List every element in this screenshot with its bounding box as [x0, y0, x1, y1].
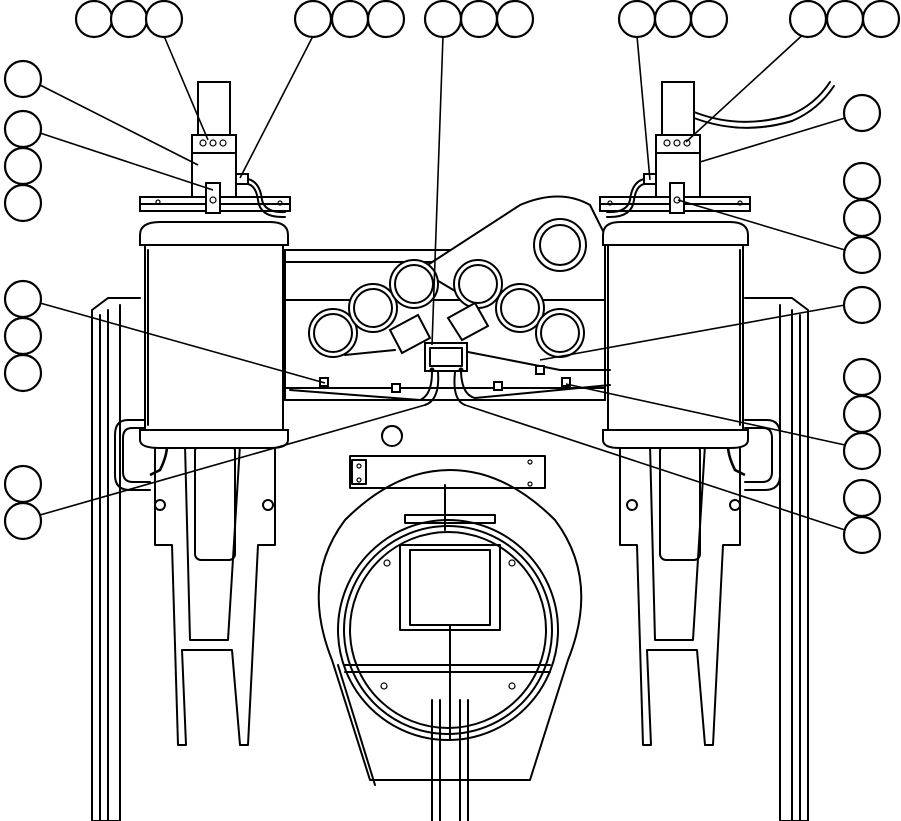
- callout-balloon: [842, 93, 882, 133]
- callout-balloon: [842, 357, 882, 397]
- callout-balloon: [3, 316, 43, 356]
- callout-balloon: [3, 501, 43, 541]
- callout-balloon: [842, 515, 882, 555]
- gauge-2: [348, 283, 398, 333]
- gauge-cluster: [289, 259, 611, 406]
- callout-balloon: [842, 285, 882, 325]
- callout-balloon: [617, 0, 657, 39]
- gauge-3: [389, 259, 439, 309]
- right-cylinder: [599, 81, 835, 449]
- gauge-1: [308, 308, 358, 358]
- callout-balloon: [653, 0, 693, 39]
- gauge-4: [453, 259, 503, 309]
- gauge-5: [495, 283, 545, 333]
- callout-balloon: [842, 161, 882, 201]
- callout-balloon: [423, 0, 463, 39]
- callout-balloon: [842, 394, 882, 434]
- callout-balloon: [3, 279, 43, 319]
- callout-balloon: [3, 146, 43, 186]
- callout-balloon: [330, 0, 370, 39]
- callout-balloon: [842, 431, 882, 471]
- left-cylinder: [139, 81, 291, 449]
- callout-balloon: [109, 0, 149, 39]
- callout-balloon: [144, 0, 184, 39]
- callout-balloon: [3, 59, 43, 99]
- left-fork: [114, 419, 276, 746]
- callout-balloons: [3, 0, 901, 555]
- callout-balloon: [3, 183, 43, 223]
- callout-balloon: [825, 0, 865, 39]
- callout-balloon: [3, 353, 43, 393]
- gauge-6: [535, 308, 585, 358]
- ring-housing: [317, 469, 583, 786]
- callout-balloon: [788, 0, 828, 39]
- callout-balloon: [293, 0, 333, 39]
- callout-balloon: [842, 198, 882, 238]
- centre-plate: [284, 195, 606, 489]
- callout-balloon: [459, 0, 499, 39]
- frame-rails: [91, 297, 809, 821]
- callout-balloon: [74, 0, 114, 39]
- callout-balloon: [842, 478, 882, 518]
- leader-lines: [39, 29, 846, 531]
- callout-balloon: [3, 109, 43, 149]
- right-fork: [619, 419, 781, 746]
- callout-balloon: [366, 0, 406, 39]
- callout-balloon: [3, 464, 43, 504]
- callout-balloon: [842, 235, 882, 275]
- callout-balloon: [861, 0, 901, 39]
- callout-balloon: [689, 0, 729, 39]
- callout-balloon: [495, 0, 535, 39]
